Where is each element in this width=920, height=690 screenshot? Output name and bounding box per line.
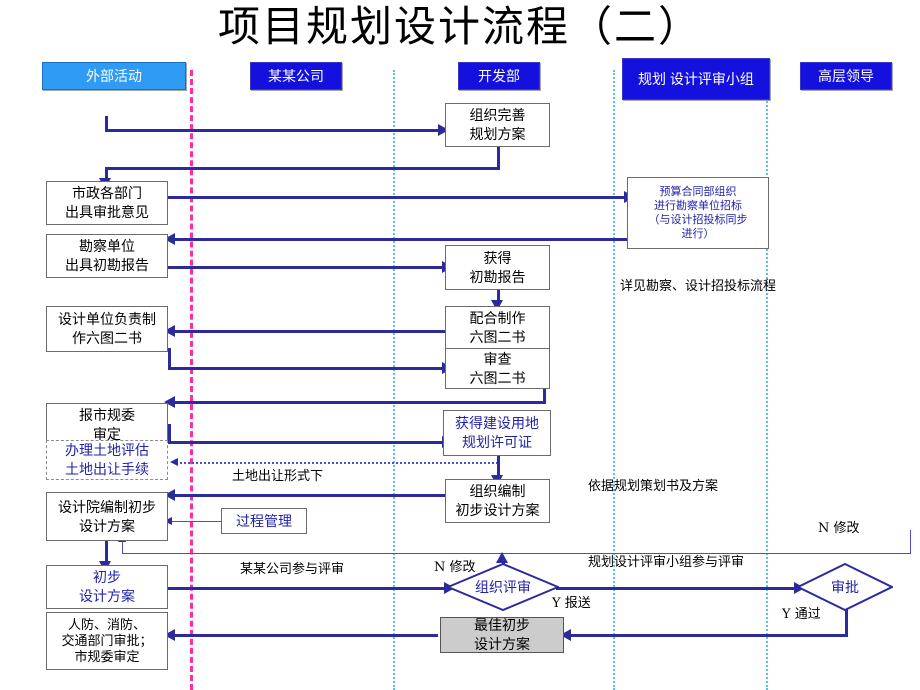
- connector-v-feedback-right: [910, 530, 911, 554]
- connector-v-feedback-modify: [122, 541, 123, 554]
- connector-h-review-to-cityboard: [168, 401, 546, 404]
- arrowhead-organize-feed: [438, 124, 449, 136]
- node-survey-unit[interactable]: 勘察单位 出具初勘报告: [46, 234, 168, 278]
- connector-h-organize-feed: [105, 129, 442, 132]
- arrowhead-orgreview-modify: [496, 552, 508, 563]
- connector-h-permit-to-valuation: [176, 462, 498, 464]
- annotation-y-submit: Y 报送: [552, 596, 591, 611]
- decision-organize-review[interactable]: 组织评审: [447, 563, 559, 611]
- connector-h-organize-out: [105, 167, 500, 170]
- arrowhead-report-to-make: [491, 300, 503, 311]
- connector-v-inst-to-prelim: [105, 541, 108, 565]
- annotation-land-transfer-form: 土地出让形式下: [232, 468, 324, 483]
- swimlane-divider-devdept-review: [613, 70, 615, 690]
- node-get-land-permit[interactable]: 获得建设用地 规划许可证: [443, 410, 551, 456]
- connector-v-report-to-make: [497, 290, 500, 308]
- arrowhead-budget-to-survey: [164, 233, 175, 245]
- node-review-six-drawings[interactable]: 审查 六图二书: [445, 348, 550, 389]
- connector-v-designunit-out: [168, 348, 171, 368]
- arrowhead-processmgmt-to-inst: [164, 517, 172, 525]
- connector-h-approve-to-best: [564, 634, 848, 637]
- connector-h-cityboard-to-permit: [168, 441, 446, 444]
- lane-header-review[interactable]: 规划 设计评审小组: [622, 58, 770, 100]
- lane-header-devdept[interactable]: 开发部: [458, 62, 540, 90]
- node-organize-prelim-design[interactable]: 组织编制 初步设计方案: [445, 479, 550, 523]
- annotation-company-participates: 某某公司参与评审: [240, 561, 345, 576]
- connector-h-orgprelim-to-inst: [168, 494, 450, 497]
- node-get-survey-report[interactable]: 获得 初勘报告: [445, 245, 550, 290]
- node-institute-prelim-design[interactable]: 设计院编制初步 设计方案: [46, 492, 168, 541]
- annotation-n-modify-right: N 修改: [818, 521, 860, 536]
- connector-h-orgreview-to-approve: [556, 587, 798, 590]
- arrowhead-approve-to-best: [560, 629, 571, 641]
- connector-v-organize-out: [497, 146, 500, 168]
- node-civil-fire-traffic-approvals[interactable]: 人防、消防、 交通部门审批； 市规委审定: [46, 612, 168, 670]
- connector-v-permit-to-orgprelim: [497, 455, 500, 479]
- annotation-per-planning-book: 依据规划策划书及方案: [588, 478, 719, 493]
- node-city-departments[interactable]: 市政各部门 出具审批意见: [46, 181, 168, 225]
- node-process-management[interactable]: 过程管理: [221, 508, 307, 534]
- arrowhead-permit-to-valuation: [170, 458, 178, 466]
- lane-header-company[interactable]: 某某公司: [250, 62, 342, 90]
- connector-h-feedback-modify: [122, 553, 911, 554]
- connector-h-survey-to-report: [168, 266, 446, 269]
- arrowhead-best-to-approvals: [164, 629, 175, 641]
- node-design-unit[interactable]: 设计单位负责制 作六图二书: [46, 306, 168, 352]
- connector-v-approve-pass: [845, 601, 848, 635]
- arrowhead-orgprelim-to-inst: [164, 489, 175, 501]
- connector-h-make-to-designunit: [168, 330, 450, 333]
- node-make-six-drawings[interactable]: 配合制作 六图二书: [445, 306, 550, 349]
- annotation-see-tender-process: 详见勘察、设计招投标流程: [620, 278, 777, 293]
- connector-h-budget-to-survey: [168, 238, 630, 241]
- node-budget-tender[interactable]: 预算合同部组织 进行勘察单位招标 （与设计招投标同步 进行）: [627, 177, 769, 249]
- annotation-n-modify-left: N 修改: [434, 560, 476, 575]
- annotation-group-participates: 规划设计评审小组参与评审: [588, 554, 745, 569]
- connector-h-best-to-approvals: [168, 634, 438, 637]
- arrowhead-review-to-cityboard: [164, 396, 175, 408]
- arrowhead-make-to-designunit: [164, 325, 175, 337]
- lane-header-external[interactable]: 外部活动: [42, 62, 186, 90]
- connector-v-review-six-out: [543, 388, 546, 402]
- node-land-valuation[interactable]: 办理土地评估 土地出让手续: [46, 440, 168, 480]
- lane-header-exec[interactable]: 高层领导: [800, 62, 892, 90]
- page-title: 项目规划设计流程（二）: [217, 2, 702, 51]
- connector-v-organize-feed: [105, 116, 108, 132]
- node-best-prelim-scheme[interactable]: 最佳初步 设计方案: [440, 617, 564, 653]
- decision-approve[interactable]: 审批: [797, 563, 893, 611]
- connector-h-designunit-to-review: [168, 367, 446, 370]
- connector-v-to-city-depts: [105, 167, 108, 181]
- connector-v-cityboard-out: [168, 424, 171, 442]
- swimlane-divider-company-devdept: [393, 70, 395, 690]
- connector-h-prelim-to-orgreview: [168, 587, 448, 590]
- connector-h-processmgmt-to-inst: [170, 521, 222, 522]
- node-prelim-scheme[interactable]: 初步 设计方案: [46, 565, 168, 609]
- connector-h-city-to-budget: [168, 196, 628, 199]
- swimlane-divider-review-exec: [766, 70, 768, 690]
- node-organize-plan[interactable]: 组织完善 规划方案: [445, 103, 550, 147]
- swimlane-divider-external-company: [190, 70, 193, 690]
- annotation-y-pass: Y 通过: [782, 607, 821, 622]
